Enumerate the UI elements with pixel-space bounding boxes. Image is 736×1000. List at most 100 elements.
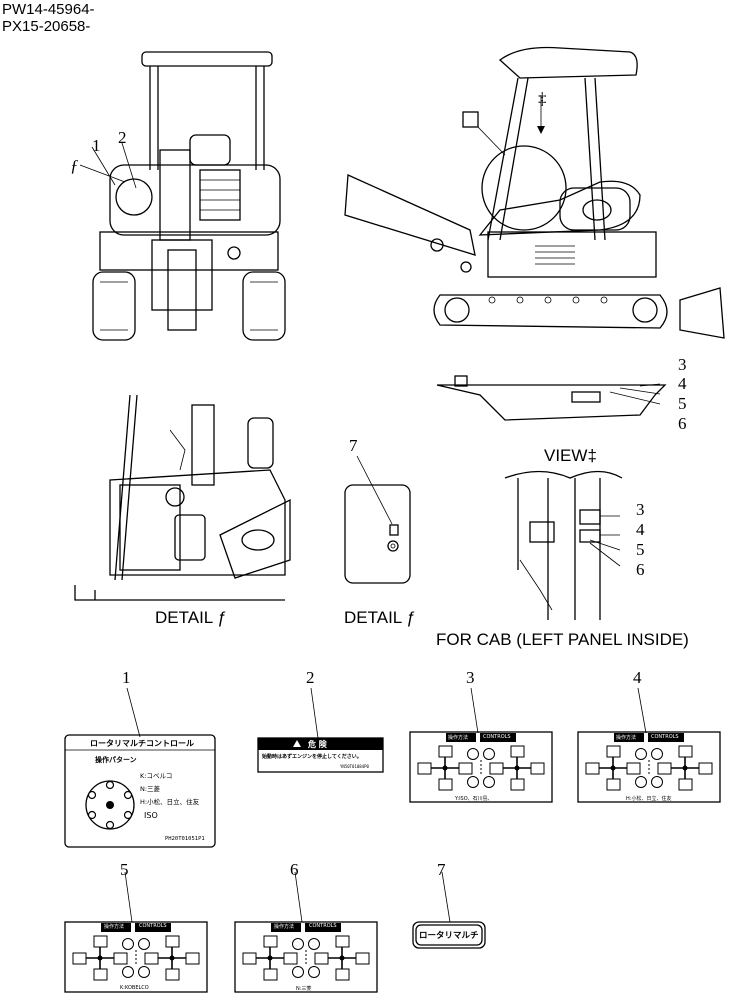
callout-view-5: 5 (678, 394, 687, 413)
label-6-right-box-bottom (335, 968, 350, 981)
label-1-rotary-control (64, 734, 216, 848)
label-num-6: 6 (290, 860, 299, 879)
label-4-center-circle-1 (635, 748, 647, 760)
label-5-center-circle-3 (122, 966, 134, 978)
label-1-code: PH20T01051P1 (165, 836, 205, 842)
label-4-right-box-bottom (678, 778, 693, 791)
label-5-right-box-bottom (165, 968, 180, 981)
label-3-center-circle-4 (483, 776, 495, 788)
label-6-right-box-left (314, 952, 329, 965)
label-1-line-4: ISO (144, 811, 158, 820)
detail-left-caption: DETAIL ƒ (155, 608, 227, 627)
label-5-left-box-bottom (93, 968, 108, 981)
label-5-left-box-right (113, 952, 128, 965)
label-3-center-circle-2 (483, 748, 495, 760)
label-6-head-en: CONTROLS (309, 923, 337, 929)
part-number-2: PX15-20658- (2, 18, 91, 35)
callout-cab-4: 4 (636, 520, 645, 539)
detail-left-drawing (74, 394, 291, 601)
view-marker-label: ‡ (538, 89, 547, 108)
label-6-head-en-bg (305, 923, 341, 932)
label-3-center-circle-3 (467, 776, 479, 788)
label-3-right-box-right (530, 762, 545, 775)
label-5-left-box-top (93, 935, 108, 948)
label-5-center-circle-1 (122, 938, 134, 950)
label-3-left-box-right (458, 762, 473, 775)
label-num-2: 2 (306, 668, 315, 687)
label-4-head-jp-bg (614, 733, 644, 742)
callout-cab-5: 5 (636, 540, 645, 559)
label-6-left-knob (267, 955, 273, 961)
label-2-text: 始動時はあずエンジンを停止してください。 (262, 754, 362, 760)
label-1-line-3: H:小松、日立、住友 (140, 798, 200, 806)
label-1-line-1: K:コベルコ (140, 772, 173, 780)
label-5-head-en-bg (135, 923, 171, 932)
label-4-frame (577, 731, 721, 803)
label-4-left-box-left (585, 762, 600, 775)
label-4-left-knob (610, 765, 616, 771)
callout-view-6: 6 (678, 414, 687, 433)
label-3-right-knob (514, 765, 520, 771)
cab-caption: FOR CAB (LEFT PANEL INSIDE) (436, 630, 689, 649)
label-4-right-box-right (698, 762, 713, 775)
label-6-left-box-bottom (263, 968, 278, 981)
detail-middle-caption: DETAIL ƒ (344, 608, 416, 627)
label-6-head-jp-bg (271, 923, 301, 932)
label-3-left-knob (442, 765, 448, 771)
label-6-left-box-right (283, 952, 298, 965)
label-5-frame (64, 921, 208, 993)
label-num-3: 3 (466, 668, 475, 687)
label-4-left-box-top (606, 745, 621, 758)
label-3-left-box-bottom (438, 778, 453, 791)
label-4-foot: H:小松、日立、住友 (626, 796, 672, 802)
label-5-center-circle-2 (138, 938, 150, 950)
label-4-head-en-bg (648, 733, 684, 742)
label-5-right-box-right (185, 952, 200, 965)
label-3-head-en: CONTROLS (483, 734, 511, 740)
label-6-foot: N:三菱 (296, 986, 312, 992)
label-3-right-box-bottom (510, 778, 525, 791)
cab-panel-drawing (504, 470, 623, 620)
label-6-center-circle-4 (308, 966, 320, 978)
callout-detail-7: 7 (349, 436, 358, 455)
label-num-7: 7 (437, 860, 446, 879)
callout-cab-6: 6 (636, 560, 645, 579)
label-5-right-box-top (165, 935, 180, 948)
label-3-left-box-top (438, 745, 453, 758)
label-5-left-box-left (72, 952, 87, 965)
label-4-center-circle-3 (635, 776, 647, 788)
label-5-center-circle-4 (138, 966, 150, 978)
label-6-center-circle-2 (308, 938, 320, 950)
label-4-left-box-right (626, 762, 641, 775)
label-6-left-box-left (242, 952, 257, 965)
label-3-center-circle-1 (467, 748, 479, 760)
label-num-1: 1 (122, 668, 131, 687)
label-5-right-knob (169, 955, 175, 961)
excavator-side-view (344, 46, 725, 339)
callout-front-1: 1 (92, 136, 101, 155)
view-drawing (436, 375, 667, 421)
label-7-text: ロータリマルチ (419, 931, 479, 941)
label-6-head-jp: 操作方法 (274, 924, 295, 930)
label-3-head-en-bg (480, 733, 516, 742)
label-3-head-jp-bg (446, 733, 476, 742)
label-6-right-box-top (335, 935, 350, 948)
label-num-5: 5 (120, 860, 129, 879)
label-5-head-jp: 操作方法 (104, 924, 125, 930)
label-3-head-jp: 操作方法 (448, 735, 469, 741)
label-3-right-box-top (510, 745, 525, 758)
label-3-frame (409, 731, 553, 803)
label-1-line-2: N:三菱 (140, 785, 161, 793)
label-2-code: YN50T01084P0 (340, 764, 369, 769)
label-3-right-box-left (489, 762, 504, 775)
label-6-right-knob (339, 955, 345, 961)
callout-cab-3: 3 (636, 500, 645, 519)
label-4-center-circle-2 (651, 748, 663, 760)
callout-view-3: 3 (678, 355, 687, 374)
label-7-rotary-multi (412, 921, 486, 949)
label-num-4: 4 (633, 668, 642, 687)
label-1-subtitle: 操作パターン (95, 756, 137, 764)
label-6-center-circle-3 (292, 966, 304, 978)
label-4-head-en: CONTROLS (651, 734, 679, 740)
label-6-right-box-right (355, 952, 370, 965)
